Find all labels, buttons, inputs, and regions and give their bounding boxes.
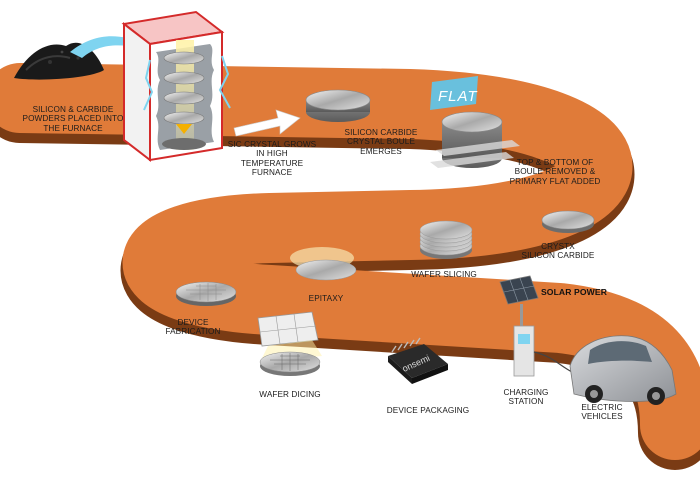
fabrication-wafer [175,281,237,306]
furnace [121,10,231,163]
label-wafer-dicing: WAFER DICING [259,390,321,399]
feed-arrow [70,30,146,58]
label-device-packaging: DEVICE PACKAGING [386,406,470,415]
wafer-stack [419,220,473,259]
label-wafer-slicing: WAFER SLICING [411,270,477,279]
boule [305,89,371,122]
flat-tag-text: FLAT [438,88,478,105]
label-solar-power: SOLAR POWER [540,287,608,297]
crystx-wafer [541,210,595,233]
electric-car [569,335,677,405]
solar-charging [499,275,573,377]
epitaxy-wafer [290,247,357,281]
label-epitaxy: EPITAXY [308,294,344,303]
flat-boule-stack [430,111,520,168]
grow-arrow [233,109,301,137]
dicing-grid [257,311,322,376]
flat-tag: FLAT [430,76,478,110]
road-surface [0,63,700,460]
packaged-chip: onsemi [388,337,448,384]
